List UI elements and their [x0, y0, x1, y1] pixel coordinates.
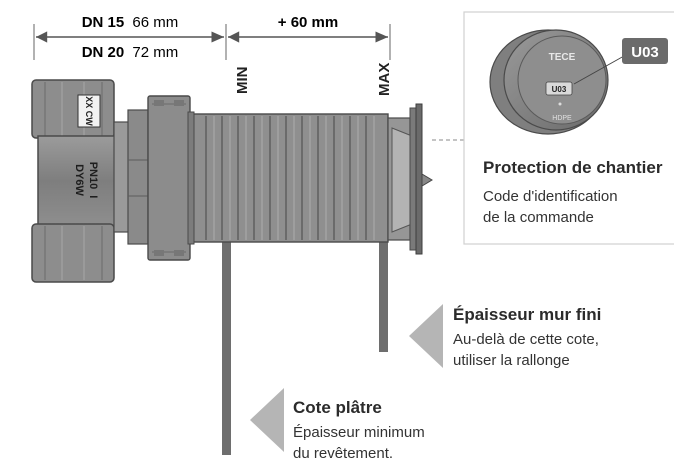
- callout-wall-thickness: Épaisseur mur fini Au-delà de cette cote…: [409, 304, 601, 369]
- valve-mid-body: [37, 135, 117, 227]
- inset-line-1: Code d'identification: [483, 188, 618, 205]
- inset-card: TECE U03 HDPE U03 Protection de chantier…: [463, 11, 674, 245]
- plaster-gauge-bar: [222, 230, 231, 455]
- cap-illustration: TECE U03 HDPE: [489, 29, 609, 135]
- hex-nut: [147, 95, 191, 261]
- wall-callout-title: Épaisseur mur fini: [453, 305, 601, 324]
- corrugated-body: [187, 111, 389, 245]
- cap-code: U03: [552, 85, 567, 94]
- valve-markings: PN10I DY6W: [73, 162, 99, 199]
- dn20-dimension: DN 20 72 mm: [82, 44, 179, 61]
- callout-plaster: Cote plâtre Épaisseur minimum du revêtem…: [250, 388, 425, 462]
- flow-mark: XX CW: [84, 96, 94, 126]
- marking-rating: PN10I: [87, 162, 99, 199]
- code-badge-text: U03: [631, 44, 659, 61]
- extension-dimension: + 60 mm: [278, 14, 338, 31]
- wall-callout-arrow: [409, 304, 443, 368]
- dimension-lines: DN 15 66 mm DN 20 72 mm + 60 mm: [33, 14, 391, 61]
- wall-gauge-bar: [379, 236, 388, 352]
- plaster-callout-line-2: du revêtement.: [293, 445, 393, 459]
- valve-body: XX CW PN10I DY6W: [31, 79, 117, 283]
- wall-callout-line-1: Au-delà de cette cote,: [453, 331, 599, 348]
- plaster-callout-arrow: [250, 388, 284, 452]
- plaster-callout-title: Cote plâtre: [293, 398, 382, 417]
- protection-cap-side: [387, 103, 433, 255]
- valve-bottom-nut: [31, 223, 115, 283]
- cap-code-box: [545, 81, 573, 96]
- code-badge: [622, 38, 668, 64]
- plaster-callout-line-1: Épaisseur minimum: [293, 424, 425, 441]
- min-label: MIN: [234, 67, 251, 95]
- max-label: MAX: [376, 63, 393, 96]
- connector: [113, 95, 191, 261]
- badge-leader-line: [573, 55, 625, 85]
- wall-callout-line-2: utiliser la rallonge: [453, 352, 570, 369]
- inset-line-2: de la commande: [483, 209, 594, 226]
- cap-brand: TECE: [549, 52, 576, 63]
- marking-code: DY6W: [73, 164, 85, 196]
- dn15-dimension: DN 15 66 mm: [82, 14, 179, 31]
- flow-mark-box: [77, 94, 101, 128]
- cap-material: HDPE: [552, 115, 572, 122]
- inset-title: Protection de chantier: [483, 158, 663, 177]
